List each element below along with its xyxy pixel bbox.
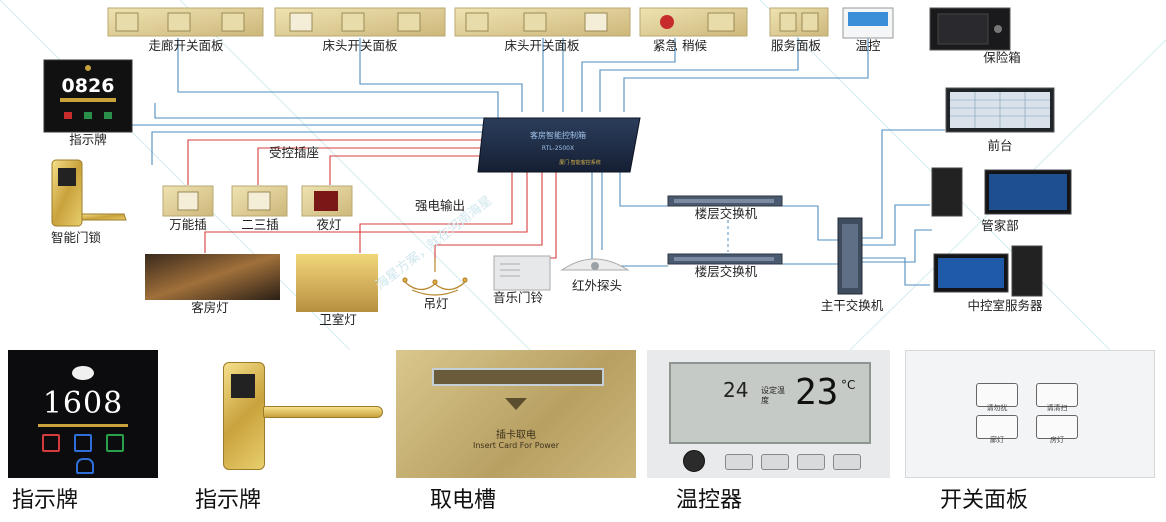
label-universal-socket: 万能插 bbox=[169, 217, 207, 232]
card-power-text-cn: 插卡取电 bbox=[496, 430, 536, 441]
sign-number: 0826 bbox=[62, 75, 115, 97]
door-sign-icon: 0826 bbox=[43, 59, 133, 133]
thermostat-set-temp: 23 bbox=[795, 372, 839, 413]
caption-switch-panel: 开关面板 bbox=[940, 488, 1029, 513]
card-power-slot-product: 插卡取电 Insert Card For Power bbox=[396, 350, 636, 478]
caption-door-sign: 指示牌 bbox=[12, 488, 79, 513]
label-corridor-panel: 走廊开关面板 bbox=[148, 38, 224, 53]
sign-logo-icon bbox=[72, 366, 94, 380]
thermostat-unit: °C bbox=[841, 378, 856, 392]
label-ir-sensor: 红外探头 bbox=[572, 278, 622, 293]
door-sign-product: 1608 bbox=[8, 350, 158, 478]
switch-btn-porch[interactable]: 廊灯 bbox=[976, 415, 1018, 444]
thermostat-fan-button[interactable] bbox=[761, 454, 789, 470]
floor-switch-icon-1 bbox=[667, 195, 783, 207]
card-slot-opening bbox=[432, 368, 604, 386]
bell-icon bbox=[76, 458, 94, 474]
room-control-wiring-diagram: 客房智能控制箱 RTL-2500X 厦门·智能客控系统 0826 bbox=[0, 0, 1166, 350]
corridor-switch-panel bbox=[107, 7, 264, 37]
controller-model: RTL-2500X bbox=[542, 145, 574, 152]
label-thermostat-panel: 温控 bbox=[855, 38, 881, 53]
smart-lock-icon bbox=[51, 159, 127, 227]
night-light-icon bbox=[301, 185, 353, 217]
label-bath-light: 卫室灯 bbox=[319, 312, 357, 327]
insert-arrow-icon bbox=[505, 398, 527, 410]
ir-sensor-icon bbox=[560, 258, 630, 271]
sign-number-bottom: 1608 bbox=[42, 386, 124, 421]
signal-wires bbox=[104, 38, 945, 286]
switch-btn-clean-label: 请清扫 bbox=[1046, 404, 1068, 412]
controller-footer: 厦门·智能客控系统 bbox=[559, 159, 601, 166]
label-chandelier: 吊灯 bbox=[423, 296, 448, 311]
thermostat-product: 24 设定温度 23 °C bbox=[647, 350, 890, 478]
label-night-light: 夜灯 bbox=[316, 217, 341, 232]
bedhead-switch-panel-1 bbox=[274, 7, 446, 37]
thermostat-room-temp: 24 bbox=[723, 378, 749, 402]
switch-btn-porch-label: 廊灯 bbox=[990, 436, 1004, 444]
switch-btn-dnd[interactable]: 请勿扰 bbox=[976, 383, 1018, 412]
room-light-photo bbox=[145, 254, 280, 300]
label-floor-switch-2: 楼层交换机 bbox=[695, 264, 758, 279]
label-emergency-panel: 紧急 稍候 bbox=[653, 38, 707, 53]
safe-icon bbox=[929, 7, 1011, 51]
label-housekeeping: 管家部 bbox=[981, 218, 1019, 233]
switch-btn-room[interactable]: 房灯 bbox=[1036, 415, 1078, 444]
smart-lock-product bbox=[195, 350, 385, 478]
room-control-box: 客房智能控制箱 RTL-2500X 厦门·智能客控系统 bbox=[477, 117, 641, 173]
caption-door-sign-2: 指示牌 bbox=[195, 488, 262, 513]
lock-reader-icon bbox=[231, 374, 255, 398]
label-smart-lock: 智能门锁 bbox=[51, 230, 102, 245]
label-safe: 保险箱 bbox=[983, 50, 1021, 65]
server-pc-icon bbox=[933, 245, 1043, 297]
thermostat-up-button[interactable] bbox=[797, 454, 825, 470]
diagram-labels: 走廊开关面板 床头开关面板 床头开关面板 紧急 稍候 服务面板 温控 保险箱 前… bbox=[51, 38, 1043, 327]
label-bedhead-panel-1: 床头开关面板 bbox=[322, 38, 398, 53]
switch-btn-clean[interactable]: 请清扫 bbox=[1036, 383, 1078, 412]
label-server: 中控室服务器 bbox=[967, 298, 1043, 313]
label-service-panel: 服务面板 bbox=[771, 38, 822, 53]
label-reception: 前台 bbox=[987, 138, 1012, 153]
caption-thermostat: 温控器 bbox=[676, 488, 743, 513]
thermostat-lcd: 24 设定温度 23 °C bbox=[669, 362, 871, 444]
label-controlled-sockets: 受控插座 bbox=[269, 145, 319, 160]
label-music-doorbell: 音乐门铃 bbox=[493, 290, 544, 305]
switch-btn-dnd-label: 请勿扰 bbox=[986, 404, 1008, 412]
label-door-sign: 指示牌 bbox=[69, 132, 107, 147]
thermostat-power-button[interactable] bbox=[683, 450, 705, 472]
card-power-text-en: Insert Card For Power bbox=[473, 441, 559, 450]
switch-btn-room-label: 房灯 bbox=[1050, 436, 1064, 444]
label-main-switch: 主干交换机 bbox=[821, 298, 884, 313]
bedhead-switch-panel-2 bbox=[454, 7, 631, 37]
label-floor-switch-1: 楼层交换机 bbox=[695, 206, 758, 221]
label-bedhead-panel-2: 床头开关面板 bbox=[504, 38, 580, 53]
emergency-switch-panel bbox=[639, 7, 748, 37]
floor-switch-icon-2 bbox=[667, 253, 783, 265]
music-doorbell-icon bbox=[493, 255, 551, 291]
chandelier-icon bbox=[402, 258, 468, 296]
main-switch-icon bbox=[837, 217, 863, 295]
thermostat-setting-label: 设定温度 bbox=[761, 386, 785, 405]
reception-monitor-icon bbox=[945, 87, 1055, 133]
controller-title: 客房智能控制箱 bbox=[530, 130, 586, 140]
label-power-output: 强电输出 bbox=[415, 198, 465, 213]
dnd-indicator-icon bbox=[42, 434, 60, 452]
sign-gold-bar bbox=[38, 424, 128, 427]
lock-handle-icon bbox=[263, 406, 383, 418]
label-room-light: 客房灯 bbox=[191, 300, 229, 315]
service-switch-panel bbox=[769, 7, 829, 37]
housekeeping-pc-icon bbox=[931, 167, 1072, 217]
two-three-socket-icon bbox=[231, 185, 288, 217]
thermostat-down-button[interactable] bbox=[833, 454, 861, 470]
clean-indicator-icon bbox=[106, 434, 124, 452]
universal-socket-icon bbox=[162, 185, 214, 217]
caption-card-slot: 取电槽 bbox=[430, 488, 497, 513]
switch-panel-product: 请勿扰 请清扫 廊灯 房灯 bbox=[905, 350, 1155, 478]
label-two-three-socket: 二三插 bbox=[241, 217, 279, 232]
bath-light-photo bbox=[296, 254, 378, 312]
service-indicator-icon bbox=[74, 434, 92, 452]
thermostat-panel bbox=[842, 7, 894, 39]
thermostat-mode-button[interactable] bbox=[725, 454, 753, 470]
